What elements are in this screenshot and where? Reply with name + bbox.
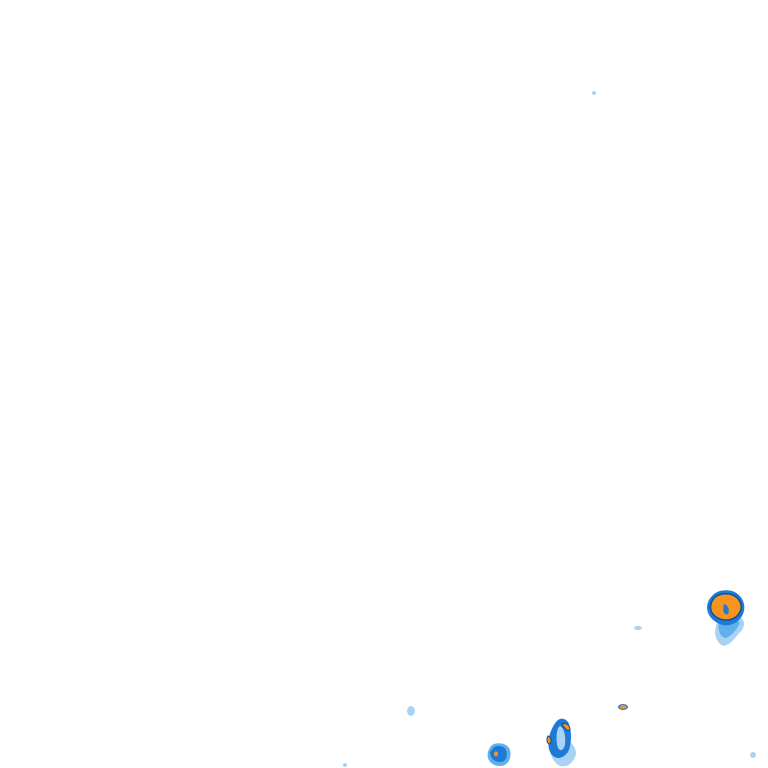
- storm-cell-south-center: [546, 718, 576, 767]
- precip-speck-far-east: [750, 752, 756, 758]
- precip-speck-southwest: [343, 763, 347, 767]
- storm-cell-small-orange: [618, 704, 628, 710]
- storm-cell-east: [707, 590, 745, 646]
- precip-speck-mid: [634, 626, 642, 630]
- precip-speck-west: [407, 706, 415, 716]
- precip-speck-north: [592, 91, 596, 95]
- storm-cell-south-west: [487, 743, 511, 766]
